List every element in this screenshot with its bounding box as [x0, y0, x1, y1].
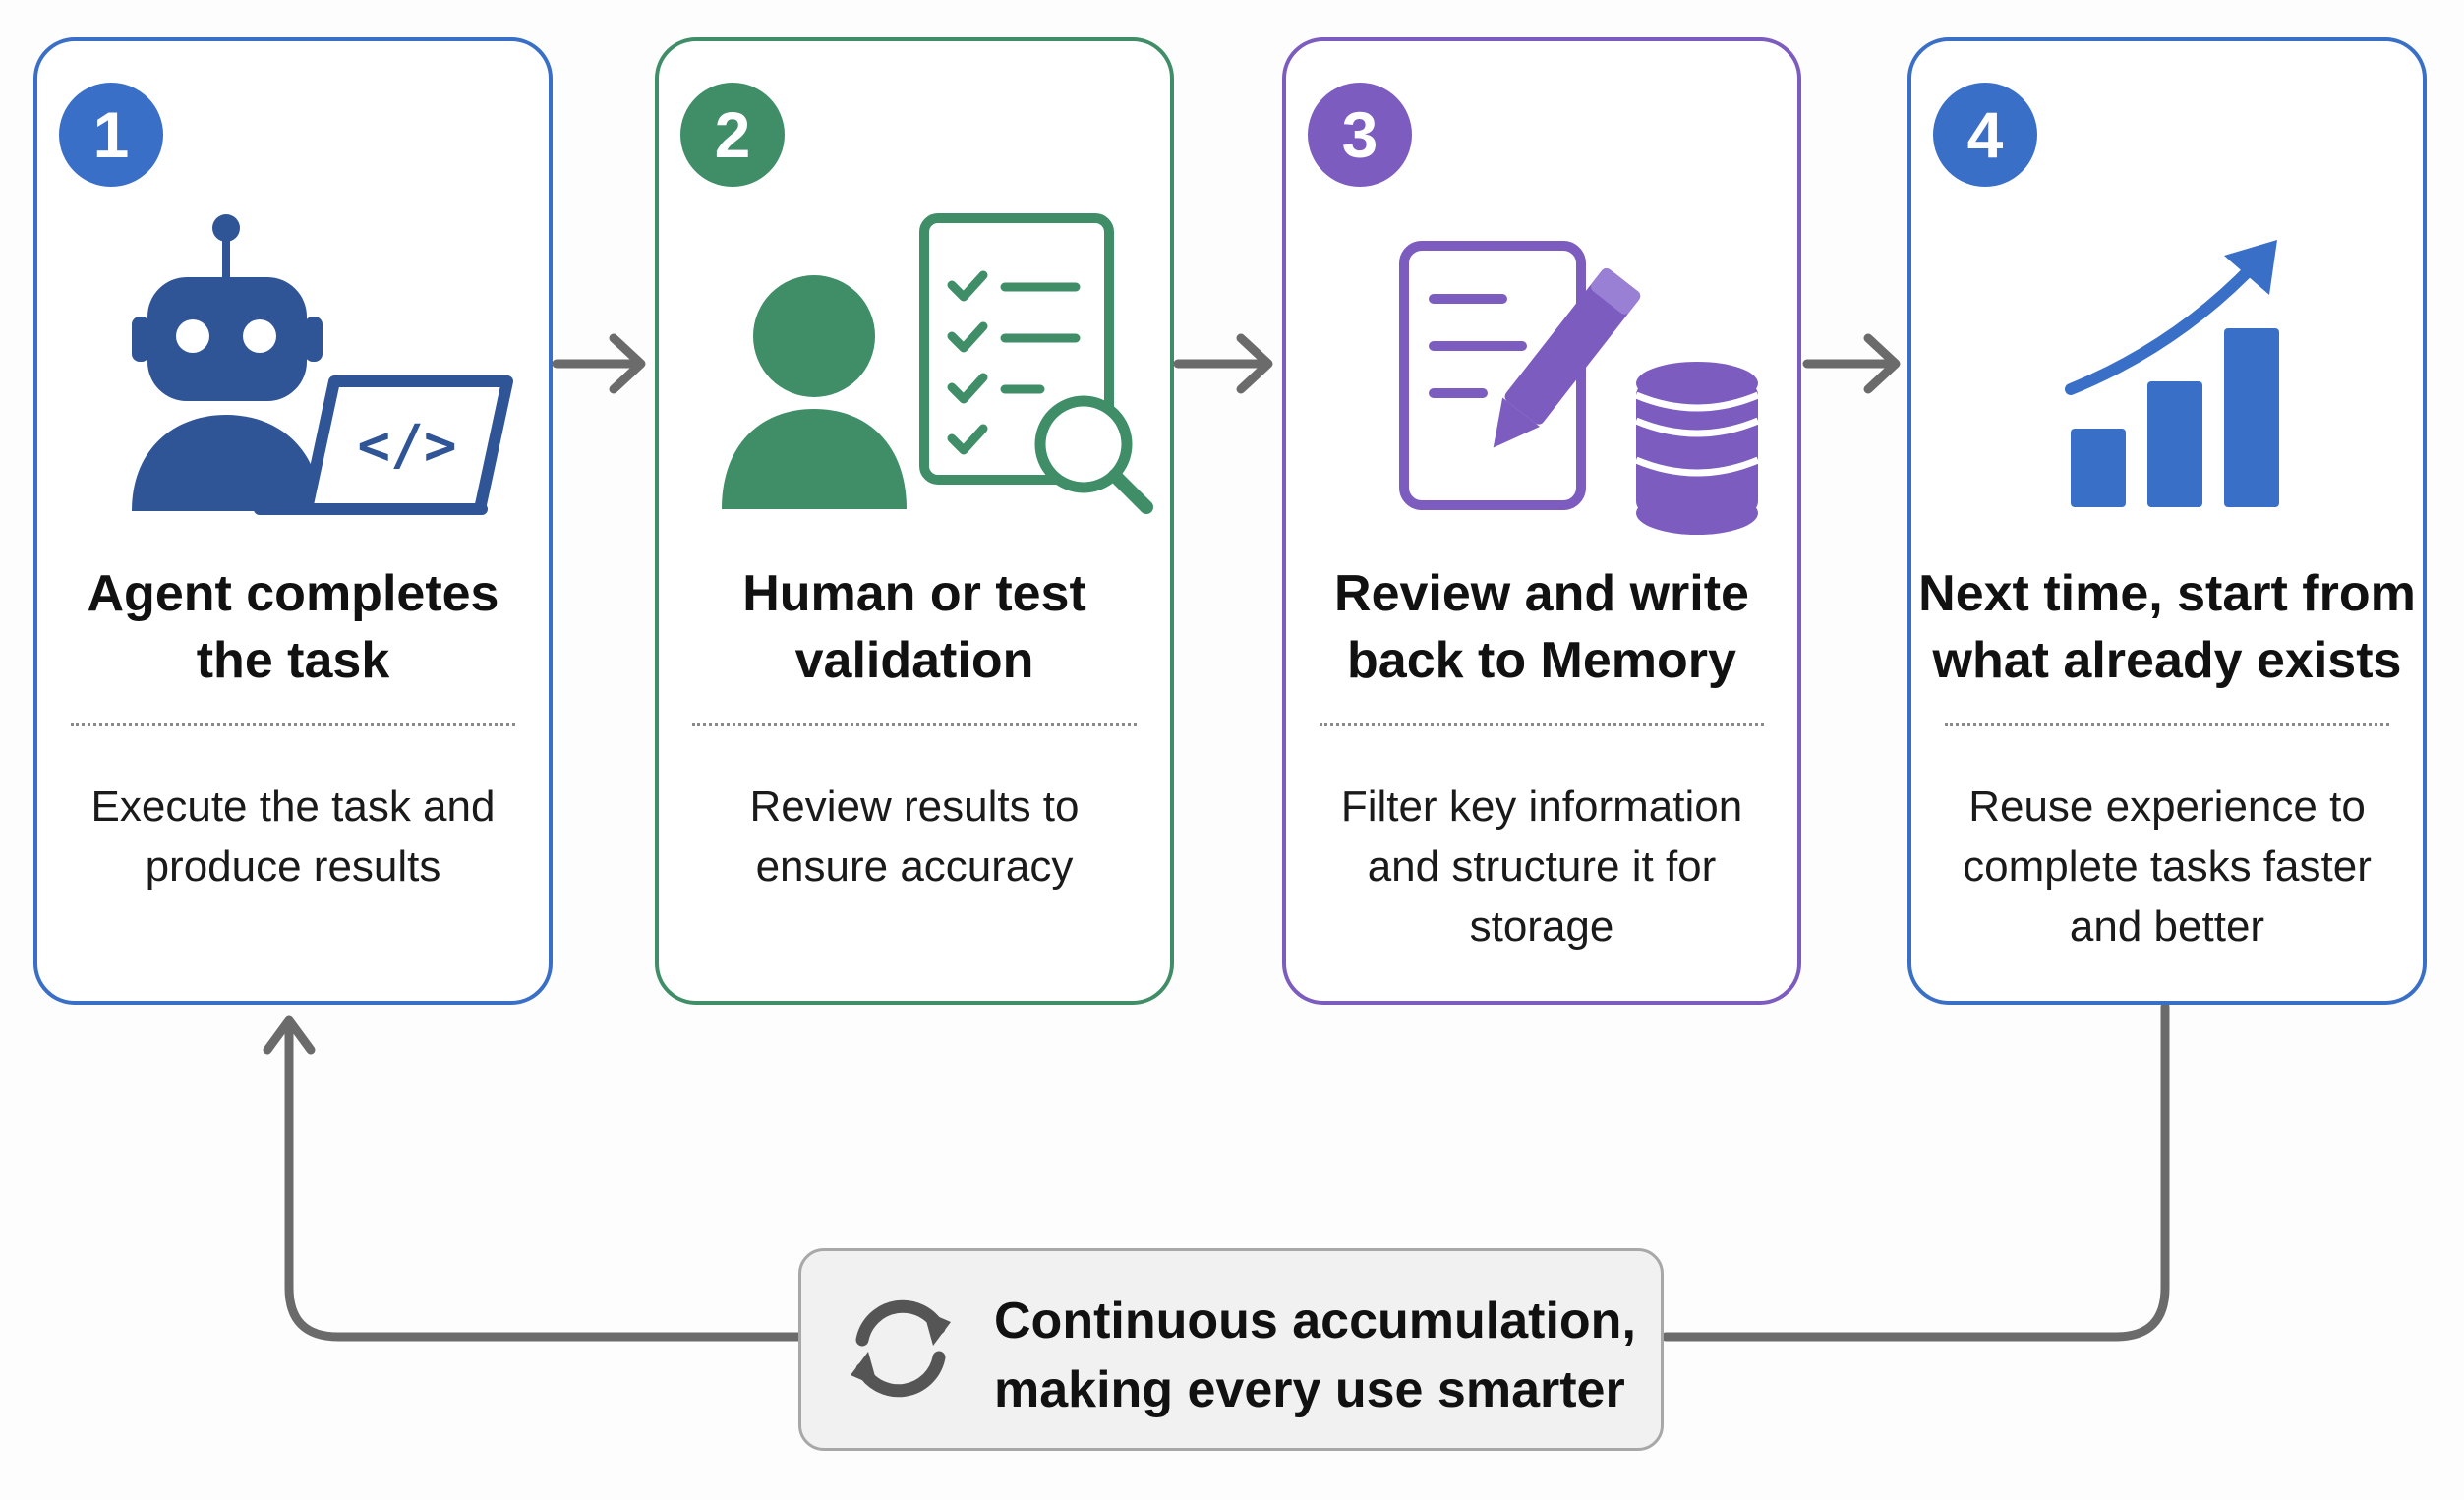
step-card-2: 2 Human or test validation Review result… — [655, 37, 1174, 1005]
document-database-icon — [1399, 241, 1760, 535]
loop-line-right — [1661, 1002, 2170, 1342]
step-badge-4: 4 — [1933, 83, 2037, 187]
step-card-1: 1 </> Agent completes the task Execute t… — [33, 37, 553, 1005]
step-title-4: Next time, start from what already exist… — [1918, 565, 2416, 689]
step-description-3: Filter key information and structure it … — [1340, 782, 1743, 951]
person-checklist-icon — [722, 213, 1153, 514]
step-card-4: 4 Next time, start from what already exi… — [1907, 37, 2427, 1005]
svg-text:</>: </> — [357, 414, 456, 478]
refresh-cycle-icon — [851, 1299, 951, 1398]
step-badge-2: 2 — [680, 83, 785, 187]
step-divider-1 — [71, 723, 515, 726]
step-title-1: Agent completes the task — [87, 565, 499, 689]
growth-chart-icon — [2065, 240, 2279, 507]
step-description-4: Reuse experience to complete tasks faste… — [1963, 782, 2372, 951]
step-badge-3: 3 — [1308, 83, 1412, 187]
step-description-2: Review results to ensure accuracy — [749, 782, 1080, 891]
loop-summary-box: Continuous accumulation, making every us… — [798, 1248, 1664, 1451]
step-divider-2 — [692, 723, 1137, 726]
step-divider-3 — [1320, 723, 1764, 726]
robot-laptop-icon: </> — [132, 214, 513, 515]
step-card-3: 3 Review and write back to Memory Filter… — [1282, 37, 1801, 1005]
step-divider-4 — [1945, 723, 2389, 726]
step-badge-1: 1 — [59, 83, 163, 187]
step-description-1: Execute the task and produce results — [90, 782, 496, 891]
loop-line-left — [284, 1017, 803, 1342]
loop-summary-text: Continuous accumulation, making every us… — [994, 1293, 1636, 1418]
step-title-2: Human or test validation — [742, 565, 1086, 689]
step-title-3: Review and write back to Memory — [1334, 565, 1749, 689]
